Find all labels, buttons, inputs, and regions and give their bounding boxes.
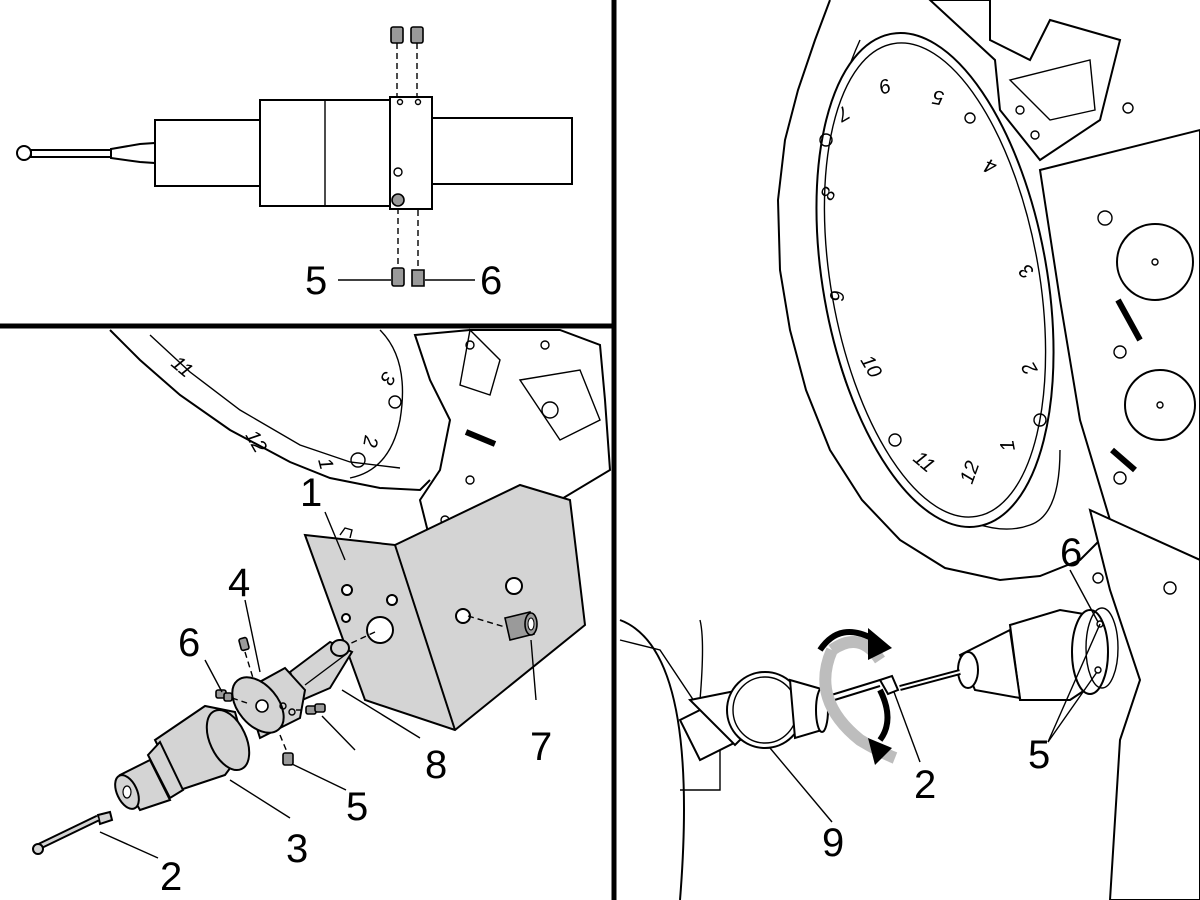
callout-5-right: 5 xyxy=(1028,733,1050,777)
rotation-arrow-icon xyxy=(817,628,898,765)
callout-9: 9 xyxy=(822,821,844,865)
turret-outer-edge xyxy=(776,0,1161,582)
callout-4: 4 xyxy=(228,561,250,605)
turret-num-1: 1 xyxy=(313,456,337,472)
turret-num-3: 3 xyxy=(375,368,400,389)
turret-num-2: 2 xyxy=(358,433,382,449)
callout-8: 8 xyxy=(425,743,447,787)
stylus-shaft xyxy=(30,149,112,158)
callout-6-top: 6 xyxy=(480,259,502,303)
loose-probe xyxy=(619,619,900,900)
screw-top-b xyxy=(410,26,424,44)
rturret-num-6: 6 xyxy=(825,290,847,302)
screw-top-collar xyxy=(238,636,250,652)
callout-2-right: 2 xyxy=(914,763,936,807)
collar-4 xyxy=(231,666,307,740)
holder-block xyxy=(1088,508,1200,900)
callout-5-left: 5 xyxy=(346,785,368,829)
turret-num-11: 11 xyxy=(167,352,197,382)
panel-borders xyxy=(0,0,617,900)
stylus-2 xyxy=(32,810,114,855)
rturret-num-1: 1 xyxy=(996,438,1020,453)
set-screw-installed xyxy=(391,193,405,207)
callout-5-top: 5 xyxy=(305,259,327,303)
bracket-bore xyxy=(366,616,394,644)
leader-8-probe xyxy=(321,715,356,751)
callout-7: 7 xyxy=(530,725,552,769)
mounting-bracket xyxy=(303,483,587,732)
turret-num-12: 12 xyxy=(241,427,271,457)
callout-1: 1 xyxy=(300,471,322,515)
probe-body-3 xyxy=(114,704,251,812)
callout-6-left: 6 xyxy=(178,621,200,665)
turret-face xyxy=(815,32,1055,528)
turret-rim-inner xyxy=(149,334,401,469)
callout-3: 3 xyxy=(286,827,308,871)
probe-side-view: 5 6 xyxy=(16,26,573,303)
stylus-taper xyxy=(110,141,156,165)
adapter-shank xyxy=(431,117,573,185)
right-tool-blocks xyxy=(928,0,1200,562)
rturret-num-5: 5 xyxy=(930,85,946,109)
screw-5-collar xyxy=(282,752,294,766)
installed-probe xyxy=(899,607,1119,701)
adapter-block xyxy=(389,96,433,210)
set-screw-6 xyxy=(411,269,425,287)
installed-view: 9 5 4 7 8 3 6 2 10 1 11 12 xyxy=(619,0,1200,900)
exploded-view: 11 12 1 2 3 xyxy=(32,328,612,899)
probe-nose xyxy=(154,119,261,187)
callout-2-left: 2 xyxy=(160,855,182,899)
callout-6-right: 6 xyxy=(1060,531,1082,575)
set-screw-5 xyxy=(391,267,405,287)
screw-top-a xyxy=(390,26,404,44)
stylus-ball xyxy=(16,145,32,161)
turret-rim-outer xyxy=(109,329,431,492)
plug-7 xyxy=(467,611,538,641)
